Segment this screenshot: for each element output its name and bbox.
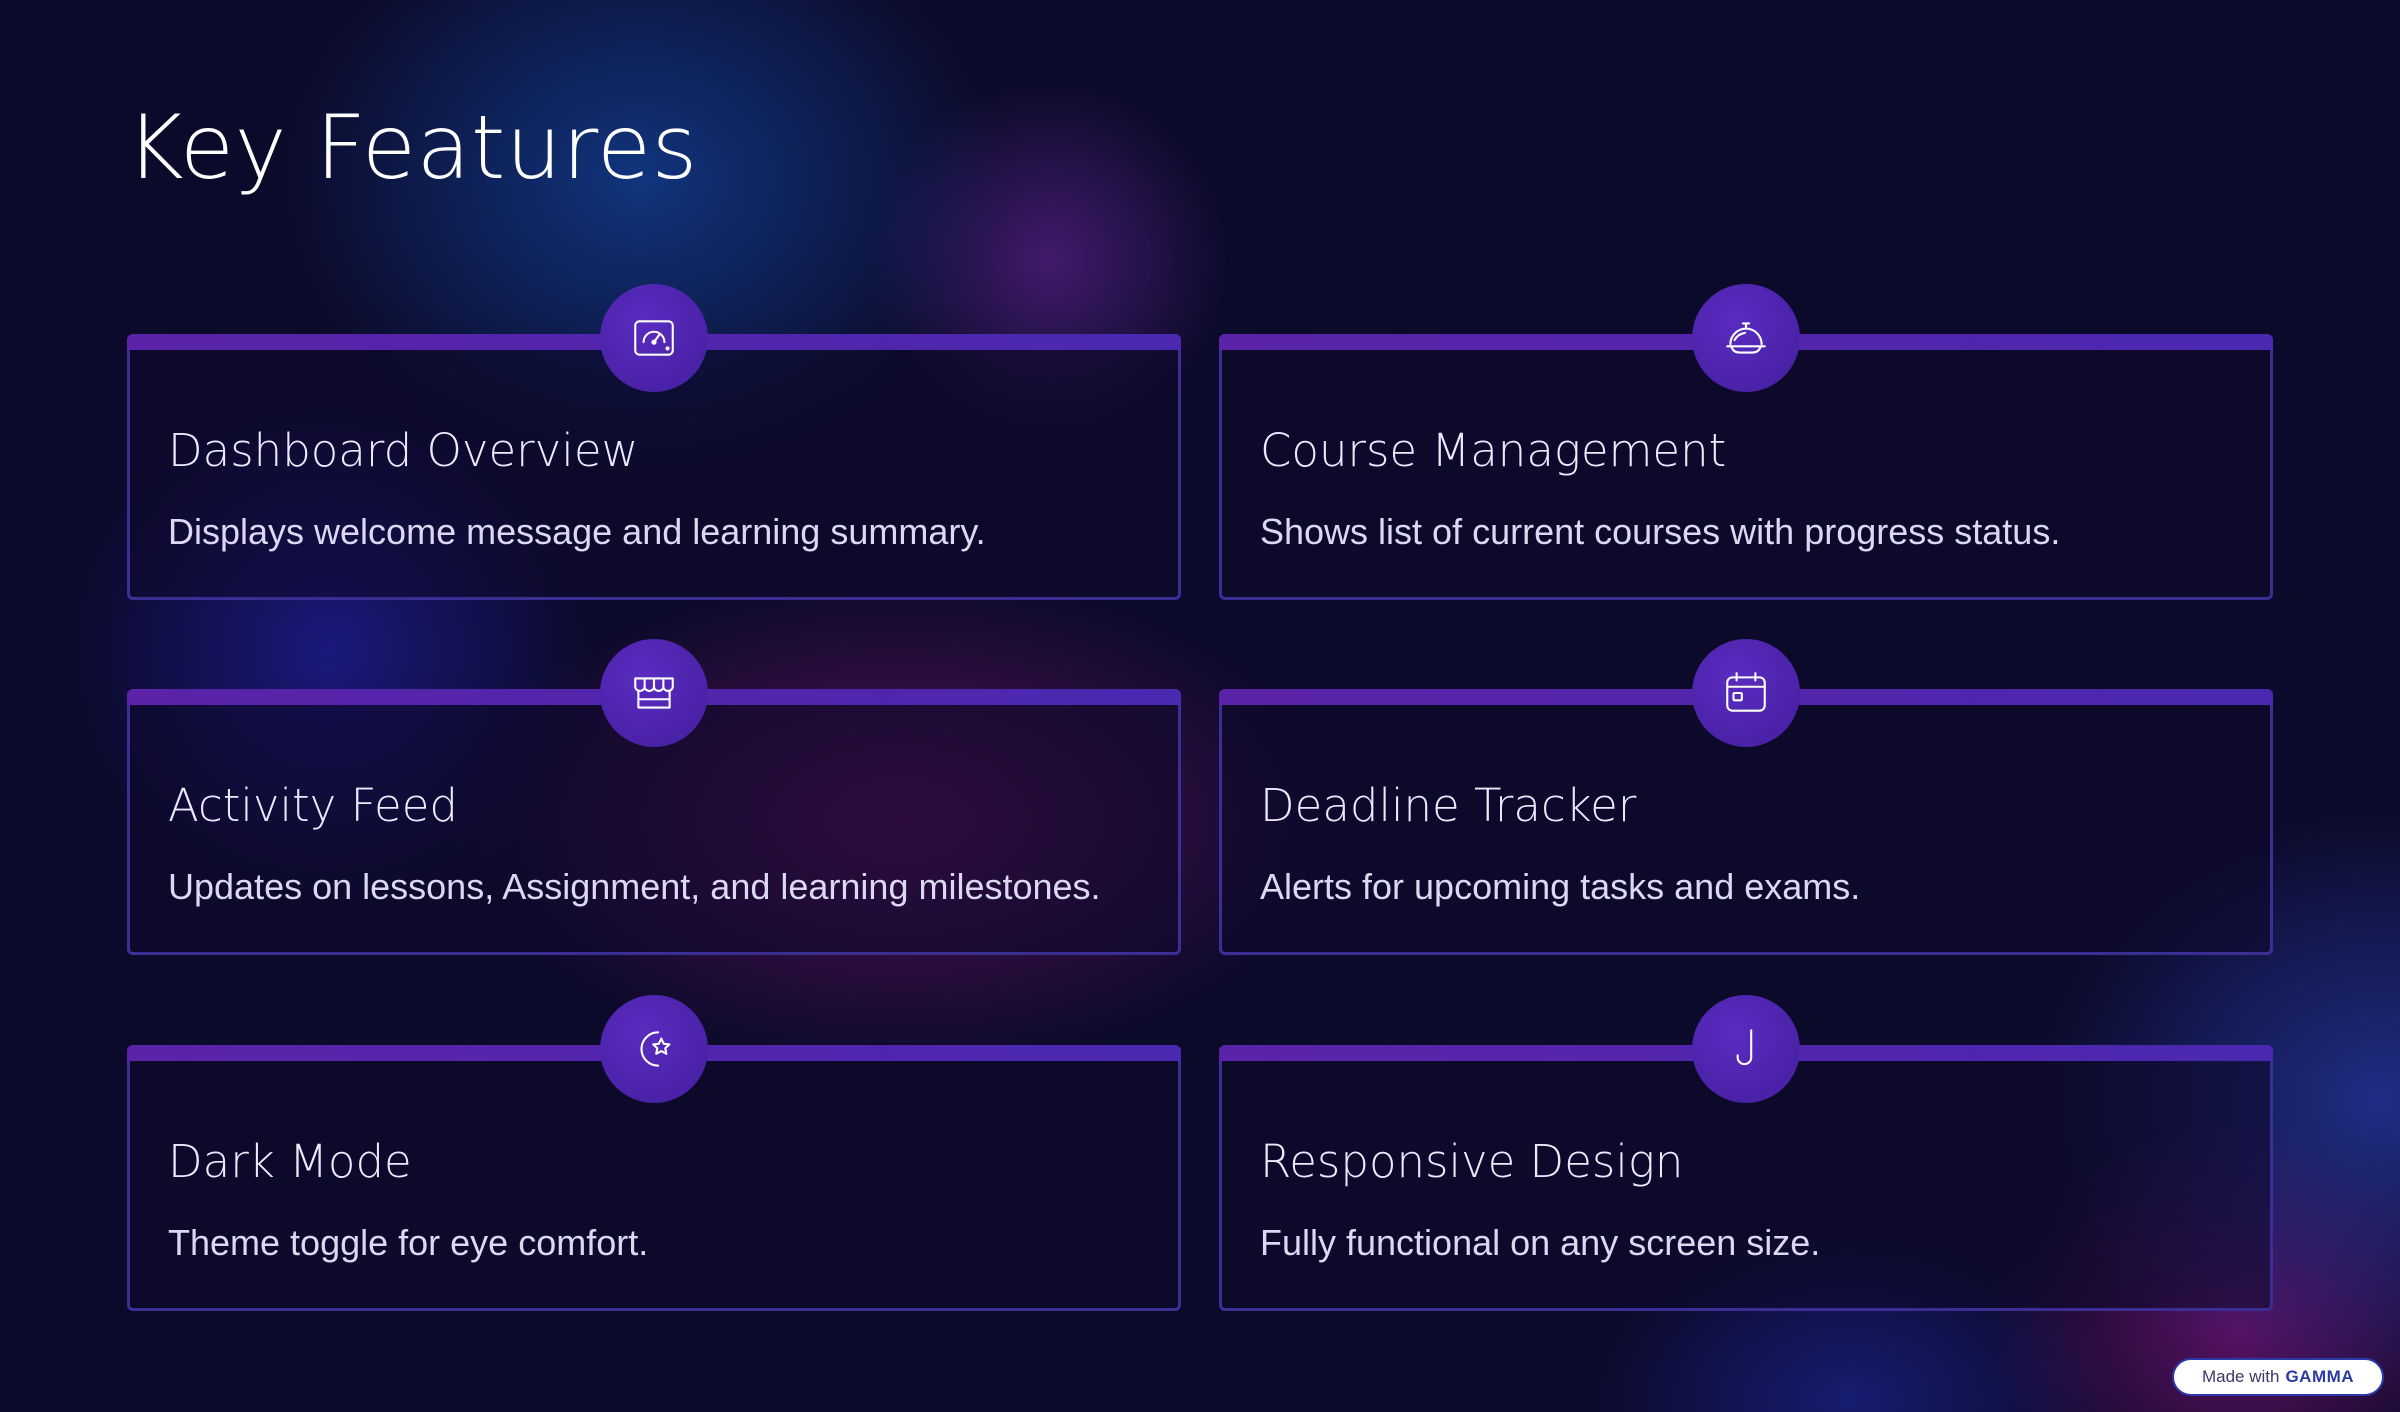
feature-title: Responsive Design: [1260, 1135, 1684, 1188]
feature-card-responsive-design: Responsive Design Fully functional on an…: [1219, 995, 2273, 1311]
feature-card-deadline-tracker: Deadline Tracker Alerts for upcoming tas…: [1219, 639, 2273, 955]
feature-description: Alerts for upcoming tasks and exams.: [1260, 866, 1861, 907]
feature-description: Theme toggle for eye comfort.: [168, 1222, 649, 1263]
dashboard-gauge-icon: [600, 284, 708, 392]
moon-star-icon: [600, 995, 708, 1103]
feature-card-course-management: Course Management Shows list of current …: [1219, 284, 2273, 600]
feature-description: Fully functional on any screen size.: [1260, 1222, 1821, 1263]
hook-icon: [1692, 995, 1800, 1103]
gamma-logo: GAMMA: [2285, 1367, 2355, 1386]
storefront-icon: [600, 639, 708, 747]
feature-title: Dashboard Overview: [168, 424, 639, 477]
badge-prefix: Made with: [2201, 1367, 2280, 1386]
made-with-gamma-badge[interactable]: Made with GAMMA: [2172, 1358, 2384, 1396]
feature-title: Course Management: [1260, 424, 1727, 477]
feature-card-dark-mode: Dark Mode Theme toggle for eye comfort.: [127, 995, 1181, 1311]
feature-card-activity-feed: Activity Feed Updates on lessons, Assign…: [127, 639, 1181, 955]
calendar-icon: [1692, 639, 1800, 747]
feature-card-dashboard-overview: Dashboard Overview Displays welcome mess…: [127, 284, 1181, 600]
serving-cloche-icon: [1692, 284, 1800, 392]
page-title: Key Features: [126, 96, 698, 199]
feature-title: Activity Feed: [168, 779, 458, 832]
feature-title: Deadline Tracker: [1260, 779, 1637, 832]
feature-description: Displays welcome message and learning su…: [168, 511, 986, 552]
feature-description: Updates on lessons, Assignment, and lear…: [168, 866, 1101, 907]
feature-title: Dark Mode: [168, 1135, 412, 1188]
feature-description: Shows list of current courses with progr…: [1260, 511, 2061, 552]
